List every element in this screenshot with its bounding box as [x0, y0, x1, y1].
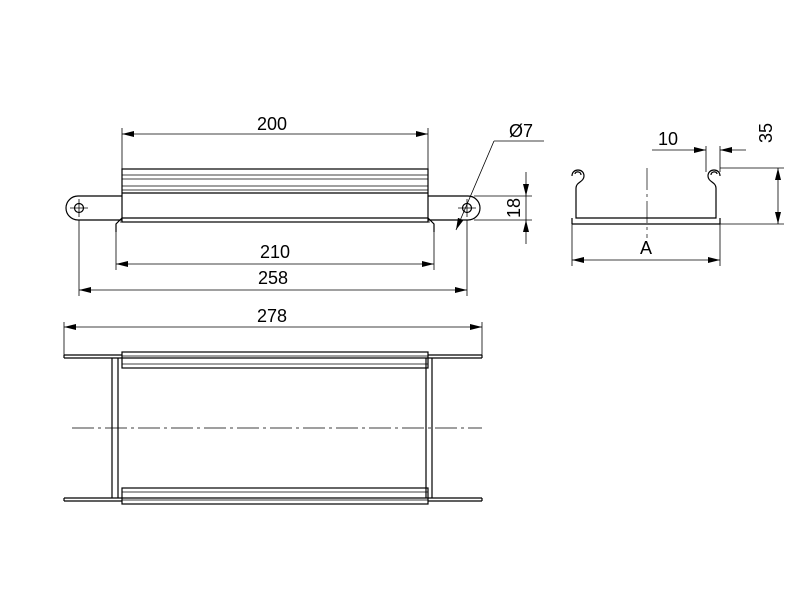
dim-18-label: 18 [504, 198, 524, 218]
dim-278-label: 278 [257, 306, 287, 326]
dim-210-label: 210 [260, 242, 290, 262]
left-lug [65, 195, 122, 221]
section-view: 10 35 A [571, 123, 784, 266]
dim-diameter-label: Ø7 [509, 121, 533, 141]
dim-200-label: 200 [257, 114, 287, 134]
dim-35-label: 35 [756, 123, 776, 143]
rail-body [121, 168, 429, 223]
dim-10-label: 10 [658, 129, 678, 149]
channel-profile [571, 169, 721, 219]
dim-leader-diameter [455, 140, 495, 231]
dim-a-label: A [640, 238, 652, 258]
top-rail [121, 351, 429, 369]
front-view: 200 210 258 Ø7 18 [65, 114, 544, 296]
bottom-rail [121, 487, 429, 505]
dim-258-label: 258 [258, 268, 288, 288]
plan-view: 278 [63, 306, 483, 505]
